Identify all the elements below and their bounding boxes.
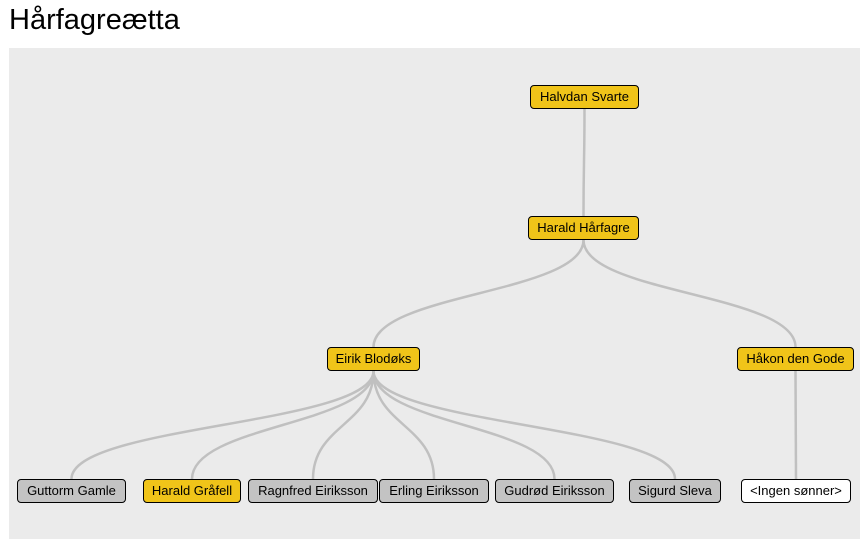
link-halvdan-harald_harfagre <box>582 108 586 217</box>
link-eirik-ragnfred <box>311 370 375 480</box>
node-guttorm-gamle[interactable]: Guttorm Gamle <box>17 479 126 503</box>
link-eirik-guttorm <box>70 370 375 480</box>
link-eirik-sigurd <box>372 370 677 480</box>
link-hakon-ingen <box>794 370 798 480</box>
node-gudrod-eiriksson[interactable]: Gudrød Eiriksson <box>495 479 614 503</box>
node-harald-grafell[interactable]: Harald Gråfell <box>143 479 241 503</box>
node-hakon-den-gode[interactable]: Håkon den Gode <box>737 347 854 371</box>
node-harald-harfagre[interactable]: Harald Hårfagre <box>528 216 639 240</box>
node-erling-eiriksson[interactable]: Erling Eiriksson <box>379 479 489 503</box>
node-halvdan-svarte[interactable]: Halvdan Svarte <box>530 85 639 109</box>
link-eirik-gudrod <box>372 370 556 480</box>
link-eirik-harald_grafell <box>190 370 375 480</box>
link-harald_harfagre-hakon <box>582 239 797 348</box>
node-ingen-sonner[interactable]: <Ingen sønner> <box>741 479 851 503</box>
tree-panel <box>9 48 860 539</box>
link-harald_harfagre-eirik <box>372 239 585 348</box>
link-eirik-erling <box>372 370 436 480</box>
node-eirik-blodoks[interactable]: Eirik Blodøks <box>327 347 420 371</box>
page-title: Hårfagreætta <box>9 4 180 36</box>
node-ragnfred-eiriksson[interactable]: Ragnfred Eiriksson <box>248 479 378 503</box>
node-sigurd-sleva[interactable]: Sigurd Sleva <box>629 479 721 503</box>
